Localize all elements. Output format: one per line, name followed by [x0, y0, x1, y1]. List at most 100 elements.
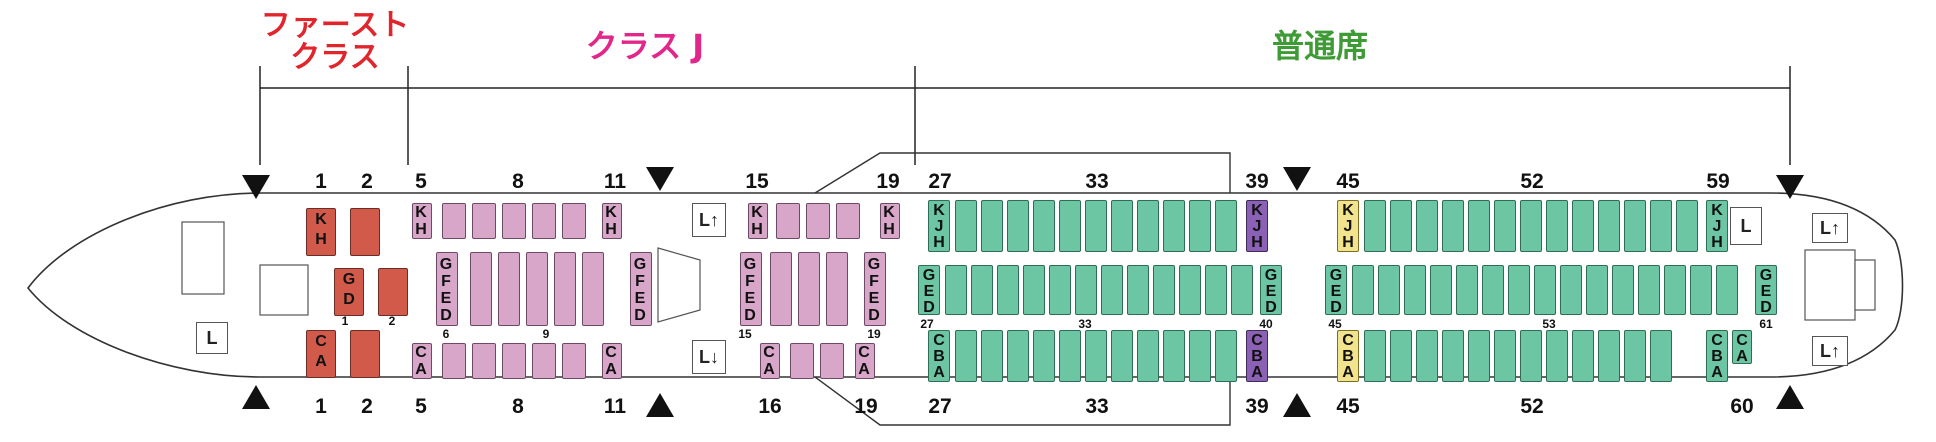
- economy-seat[interactable]: [981, 200, 1003, 252]
- economy-seat[interactable]: [1598, 200, 1620, 252]
- classj-seat[interactable]: [442, 343, 466, 379]
- economy-seat[interactable]: [918, 265, 940, 315]
- economy-seat[interactable]: [1059, 330, 1081, 382]
- economy-seat[interactable]: [981, 330, 1003, 382]
- economy-seat[interactable]: [1456, 265, 1478, 315]
- economy-seat[interactable]: [1246, 330, 1268, 382]
- classj-seat[interactable]: [526, 252, 548, 326]
- economy-seat[interactable]: [1231, 265, 1253, 315]
- economy-seat[interactable]: [1482, 265, 1504, 315]
- economy-seat[interactable]: [1205, 265, 1227, 315]
- classj-seat[interactable]: [554, 252, 576, 326]
- economy-seat[interactable]: [1546, 200, 1568, 252]
- economy-seat[interactable]: [1111, 200, 1133, 252]
- economy-seat[interactable]: [1085, 200, 1107, 252]
- economy-seat[interactable]: [1085, 330, 1107, 382]
- economy-seat[interactable]: [1049, 265, 1071, 315]
- economy-seat[interactable]: [1650, 200, 1672, 252]
- classj-seat[interactable]: [472, 343, 496, 379]
- economy-seat[interactable]: [1059, 200, 1081, 252]
- classj-seat[interactable]: [412, 203, 432, 239]
- classj-seat[interactable]: [760, 343, 780, 379]
- economy-seat[interactable]: [997, 265, 1019, 315]
- economy-seat[interactable]: [1624, 200, 1646, 252]
- classj-seat[interactable]: [532, 343, 556, 379]
- economy-seat[interactable]: [1390, 330, 1412, 382]
- classj-seat[interactable]: [602, 343, 622, 379]
- classj-seat[interactable]: [790, 343, 814, 379]
- economy-seat[interactable]: [1137, 200, 1159, 252]
- economy-seat[interactable]: [971, 265, 993, 315]
- economy-seat[interactable]: [1033, 330, 1055, 382]
- economy-seat[interactable]: [1127, 265, 1149, 315]
- classj-seat[interactable]: [798, 252, 820, 326]
- economy-seat[interactable]: [1364, 330, 1386, 382]
- economy-seat[interactable]: [1494, 330, 1516, 382]
- classj-seat[interactable]: [582, 252, 604, 326]
- economy-seat[interactable]: [1364, 200, 1386, 252]
- economy-seat[interactable]: [1520, 330, 1542, 382]
- economy-seat[interactable]: [1153, 265, 1175, 315]
- classj-seat[interactable]: [442, 203, 466, 239]
- economy-seat[interactable]: [1650, 330, 1672, 382]
- classj-seat[interactable]: [532, 203, 556, 239]
- economy-seat[interactable]: [1189, 200, 1211, 252]
- classj-seat[interactable]: [630, 252, 652, 326]
- classj-seat[interactable]: [776, 203, 800, 239]
- classj-seat[interactable]: [740, 252, 762, 326]
- economy-seat[interactable]: [1716, 265, 1738, 315]
- economy-seat[interactable]: [1337, 330, 1359, 382]
- first-seat[interactable]: [350, 208, 380, 256]
- classj-seat[interactable]: [770, 252, 792, 326]
- economy-seat[interactable]: [1442, 330, 1464, 382]
- first-seat[interactable]: [378, 268, 408, 316]
- economy-seat[interactable]: [1163, 200, 1185, 252]
- economy-seat[interactable]: [1676, 200, 1698, 252]
- economy-seat[interactable]: [1007, 330, 1029, 382]
- classj-seat[interactable]: [864, 252, 886, 326]
- economy-seat[interactable]: [1075, 265, 1097, 315]
- economy-seat[interactable]: [1033, 200, 1055, 252]
- classj-seat[interactable]: [820, 343, 844, 379]
- classj-seat[interactable]: [502, 343, 526, 379]
- economy-seat[interactable]: [1546, 330, 1568, 382]
- first-seat[interactable]: [350, 330, 380, 378]
- economy-seat[interactable]: [928, 200, 950, 252]
- economy-seat[interactable]: [1416, 200, 1438, 252]
- economy-seat[interactable]: [1598, 330, 1620, 382]
- economy-seat[interactable]: [1390, 200, 1412, 252]
- economy-seat[interactable]: [1468, 330, 1490, 382]
- economy-seat[interactable]: [1534, 265, 1556, 315]
- economy-seat[interactable]: [1572, 330, 1594, 382]
- economy-seat[interactable]: [1325, 265, 1347, 315]
- classj-seat[interactable]: [855, 343, 875, 379]
- classj-seat[interactable]: [562, 203, 586, 239]
- economy-seat[interactable]: [1101, 265, 1123, 315]
- economy-seat[interactable]: [1494, 200, 1516, 252]
- economy-seat[interactable]: [1404, 265, 1426, 315]
- economy-seat[interactable]: [945, 265, 967, 315]
- classj-seat[interactable]: [436, 252, 458, 326]
- economy-seat[interactable]: [955, 330, 977, 382]
- economy-seat[interactable]: [1755, 265, 1777, 315]
- economy-seat[interactable]: [1260, 265, 1282, 315]
- economy-seat[interactable]: [1007, 200, 1029, 252]
- economy-seat[interactable]: [1378, 265, 1400, 315]
- economy-seat[interactable]: [1337, 200, 1359, 252]
- economy-seat[interactable]: [1215, 200, 1237, 252]
- economy-seat[interactable]: [1586, 265, 1608, 315]
- economy-seat[interactable]: [1189, 330, 1211, 382]
- classj-seat[interactable]: [602, 203, 622, 239]
- classj-seat[interactable]: [470, 252, 492, 326]
- economy-seat[interactable]: [1163, 330, 1185, 382]
- economy-seat[interactable]: [1111, 330, 1133, 382]
- economy-seat[interactable]: [1137, 330, 1159, 382]
- classj-seat[interactable]: [836, 203, 860, 239]
- economy-seat[interactable]: [1430, 265, 1452, 315]
- economy-seat[interactable]: [1624, 330, 1646, 382]
- economy-seat[interactable]: [1572, 200, 1594, 252]
- economy-seat[interactable]: [1706, 200, 1728, 252]
- economy-seat[interactable]: [928, 330, 950, 382]
- economy-seat[interactable]: [1520, 200, 1542, 252]
- economy-seat[interactable]: [1664, 265, 1686, 315]
